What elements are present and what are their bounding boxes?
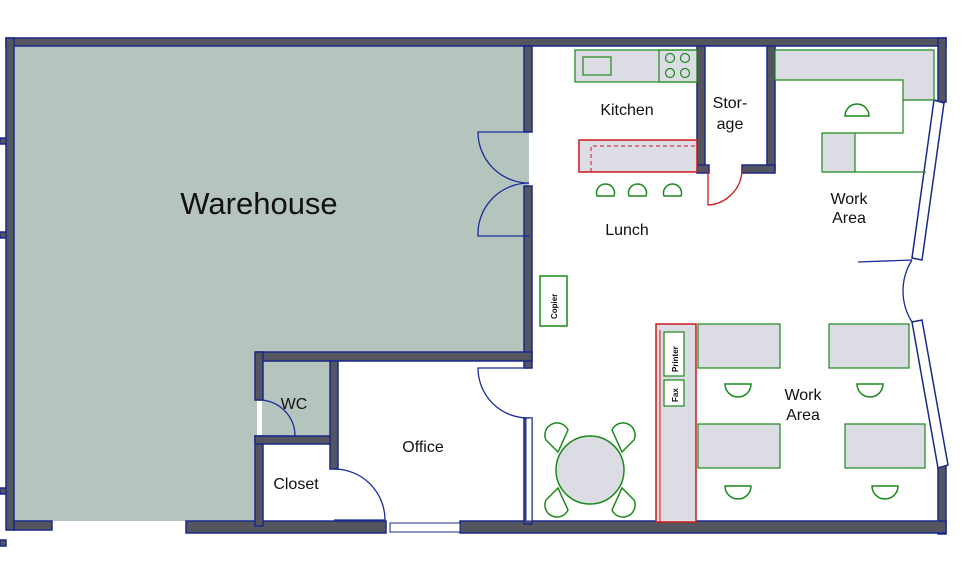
top-work-area-counters <box>774 49 935 173</box>
work-area-bottom-label-line2: Area <box>786 407 820 424</box>
lunch-stools <box>595 183 683 197</box>
round-table <box>555 435 625 505</box>
kitchen-label: Kitchen <box>600 102 653 119</box>
kitchen-counter <box>574 49 698 83</box>
top-work-chair <box>844 103 870 117</box>
printer <box>663 331 685 377</box>
work-area-top-label-line1: Work <box>830 191 868 208</box>
storage-door <box>707 169 743 206</box>
closet-label: Closet <box>273 476 319 493</box>
printer-label: Printer <box>671 346 680 372</box>
fax-label: Fax <box>671 388 680 402</box>
copier <box>539 275 568 327</box>
round-table-chairs <box>544 422 636 518</box>
right-windows <box>911 99 949 469</box>
lunch-bar <box>578 139 698 173</box>
fax <box>663 379 685 407</box>
wc-floor <box>262 361 330 437</box>
stove-burners <box>664 52 691 79</box>
storage-label-line1: Stor- <box>713 95 748 112</box>
copier-label: Copier <box>550 294 559 319</box>
work-area-top-label-line2: Area <box>832 210 866 227</box>
doors <box>258 131 913 521</box>
window-panes <box>389 417 533 533</box>
warehouse-label: Warehouse <box>180 186 337 221</box>
walls <box>0 37 947 547</box>
bottom-work-desks <box>697 323 926 469</box>
wc-label: WC <box>281 396 308 413</box>
bottom-work-chairs <box>724 383 899 500</box>
office-label: Office <box>402 439 444 456</box>
work-area-bottom-label-line1: Work <box>784 387 822 404</box>
warehouse-floor <box>14 46 529 521</box>
storage-label-line2: age <box>717 116 744 133</box>
lunch-label: Lunch <box>605 222 649 239</box>
lunch-bar-inner <box>590 145 697 172</box>
